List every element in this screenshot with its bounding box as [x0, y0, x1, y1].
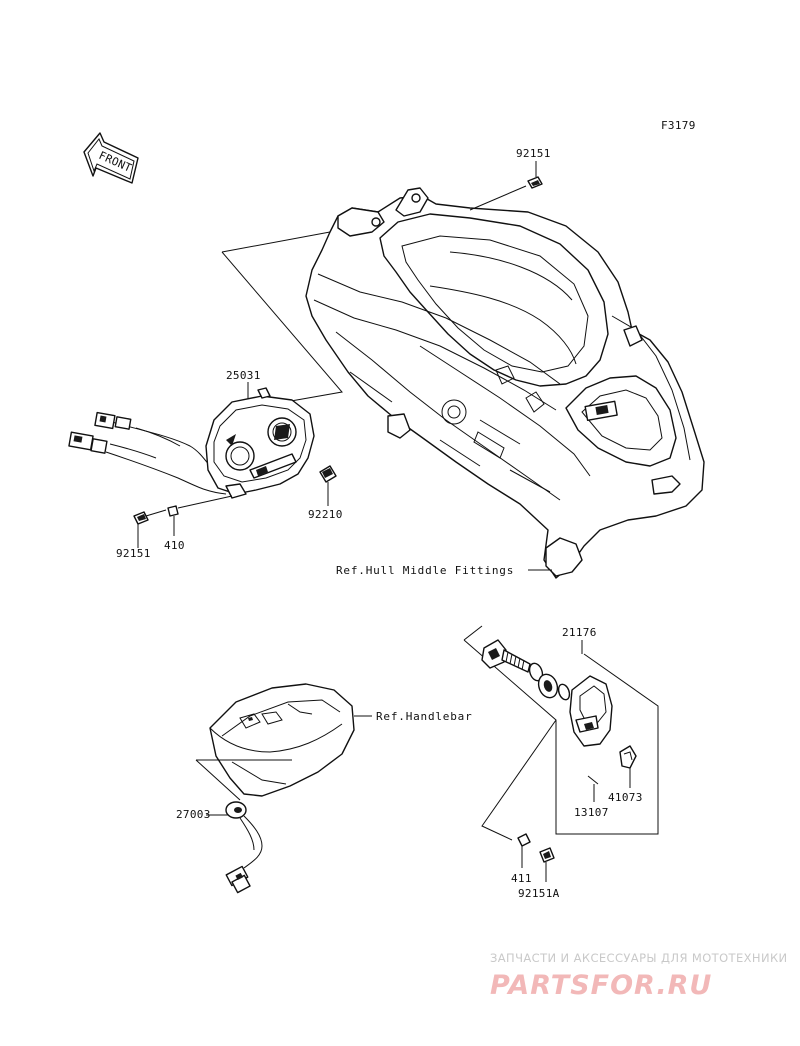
- label-21176: 21176: [562, 626, 597, 639]
- switch-box-outline: [463, 625, 659, 841]
- nut-92210: [319, 465, 337, 506]
- washer-leader: [177, 495, 233, 509]
- label-410: 410: [164, 539, 185, 552]
- bolt-92151a: [539, 847, 555, 882]
- hull-leader: [221, 231, 343, 405]
- bolt-leader-top: [469, 185, 527, 211]
- buzzer-leader: [195, 759, 292, 801]
- front-arrow: FRONT: [83, 132, 139, 184]
- figure-code: F3179: [661, 119, 696, 132]
- watermark-logo-text: PARTSFOR.RU: [490, 970, 712, 1001]
- bolt-92151-top: [527, 161, 543, 189]
- washer-411: [517, 833, 531, 868]
- spring-13107: [587, 775, 599, 802]
- ref-hull-middle-fittings: Ref.Hull Middle Fittings: [336, 564, 514, 577]
- buzzer-27003: [225, 801, 263, 894]
- washer-410: [167, 505, 179, 536]
- label-25031: 25031: [226, 369, 261, 382]
- clip-41073: [619, 745, 637, 788]
- watermark: ЗАПЧАСТИ И АКСЕССУАРЫ ДЛЯ МОТОТЕХНИКИ PA…: [490, 951, 788, 1001]
- label-41073: 41073: [608, 791, 643, 804]
- label-92210: 92210: [308, 508, 343, 521]
- label-27003: 27003: [176, 808, 211, 821]
- meter-assembly: [68, 387, 315, 499]
- bolt-92151-left: [133, 509, 167, 548]
- hull-housing: [305, 187, 705, 579]
- label-92151a: 92151A: [518, 887, 560, 900]
- switch-assembly: [481, 639, 613, 747]
- label-92151-top: 92151: [516, 147, 551, 160]
- handlebar-cover: [209, 683, 355, 797]
- watermark-top-text: ЗАПЧАСТИ И АКСЕССУАРЫ ДЛЯ МОТОТЕХНИКИ: [490, 951, 788, 965]
- label-92151-left: 92151: [116, 547, 151, 560]
- ref-handlebar: Ref.Handlebar: [376, 710, 473, 723]
- label-13107: 13107: [574, 806, 609, 819]
- label-411: 411: [511, 872, 532, 885]
